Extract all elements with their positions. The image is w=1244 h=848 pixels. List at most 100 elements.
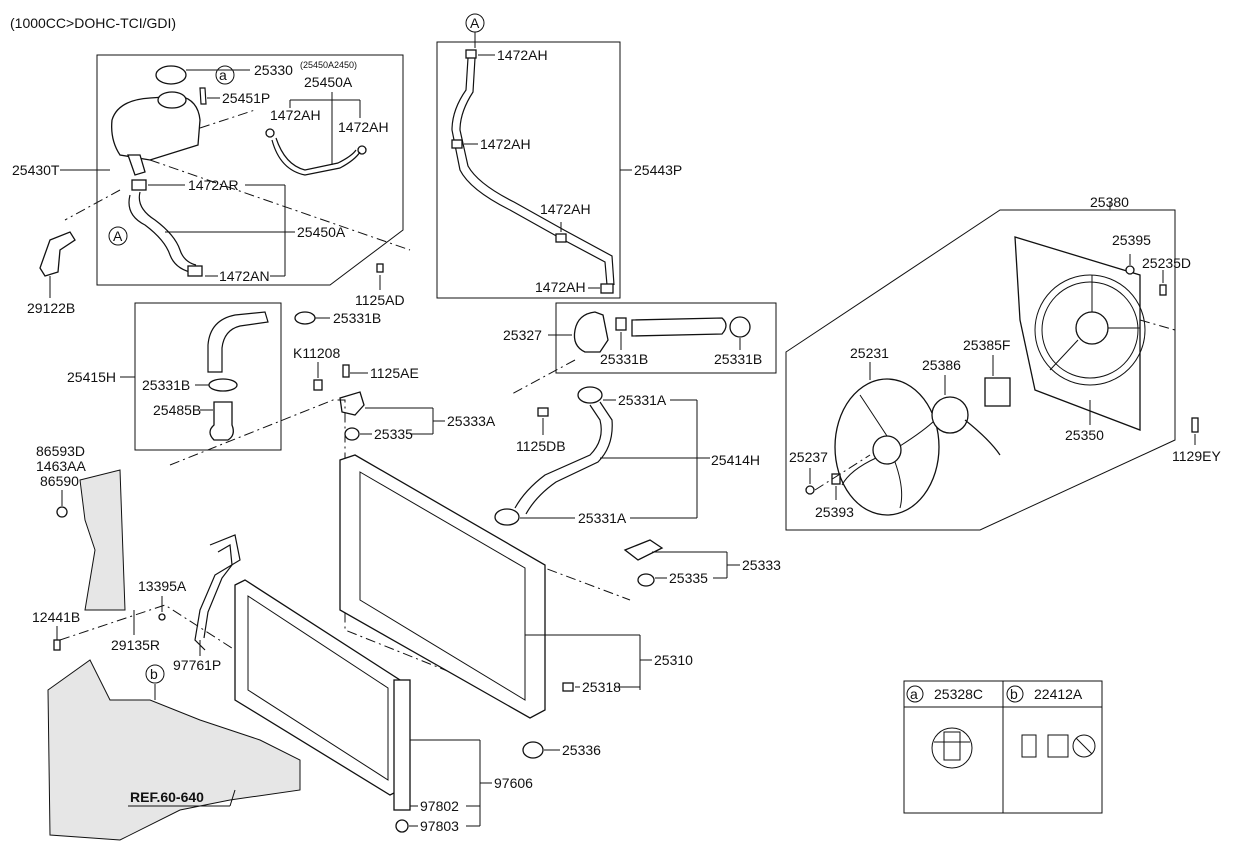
label-25331a-top[interactable]: 25331A	[618, 392, 667, 408]
label-25336[interactable]: 25336	[562, 742, 601, 758]
motor-25386[interactable]	[931, 396, 969, 434]
clamp-pipe-mid[interactable]	[451, 139, 463, 149]
label-25395[interactable]: 25395	[1112, 232, 1151, 248]
label-86590[interactable]: 86590	[40, 473, 79, 489]
insulator-25335[interactable]	[637, 573, 655, 587]
label-25327[interactable]: 25327	[503, 327, 542, 343]
upper-hose[interactable]	[631, 317, 727, 337]
clamp-25331a-top[interactable]	[577, 386, 603, 404]
label-12441b[interactable]: 12441B	[32, 609, 80, 625]
label-25333a[interactable]: 25333A	[447, 413, 496, 429]
bolt-1125db[interactable]	[537, 407, 549, 417]
label-25331b-inner[interactable]: 25331B	[142, 377, 190, 393]
label-25335-upper[interactable]: 25335	[374, 426, 413, 442]
label-29122b[interactable]: 29122B	[27, 300, 75, 316]
clamp-25331b-inner[interactable]	[208, 378, 238, 392]
drain-plug-25318[interactable]	[562, 682, 574, 692]
label-25318[interactable]: 25318	[582, 679, 621, 695]
label-1472ah-pipe-low[interactable]: 1472AH	[540, 201, 591, 217]
label-25385f[interactable]: 25385F	[963, 337, 1010, 353]
clamp-upper-left[interactable]	[615, 317, 627, 331]
bracket-29122b[interactable]	[39, 231, 76, 277]
bolt-12441b[interactable]	[53, 639, 61, 651]
legend-25328c[interactable]: 25328C	[934, 686, 983, 702]
bolt-13395a[interactable]	[158, 613, 166, 621]
label-97761p[interactable]: 97761P	[173, 657, 221, 673]
cap-97803[interactable]	[395, 819, 409, 833]
reservoir-cap[interactable]	[155, 65, 187, 85]
clip-86590[interactable]	[56, 506, 68, 518]
radiator-25310[interactable]	[339, 454, 546, 719]
clamp-25331a-bottom[interactable]	[494, 508, 520, 526]
label-25237[interactable]: 25237	[789, 449, 828, 465]
thermostat-housing-25327[interactable]	[573, 311, 609, 353]
overflow-hose-small[interactable]	[199, 87, 207, 105]
bolt-25235d[interactable]	[1159, 284, 1167, 296]
label-25331b-outer[interactable]: 25331B	[333, 310, 381, 326]
label-25331b-upper2[interactable]: 25331B	[714, 351, 762, 367]
label-25330[interactable]: 25330	[254, 62, 293, 78]
label-29135r[interactable]: 29135R	[111, 637, 160, 653]
ac-line-97761p[interactable]	[194, 534, 241, 651]
coolant-pipe[interactable]	[451, 57, 608, 286]
clamp-pipe-bottom[interactable]	[600, 283, 614, 294]
label-1472an[interactable]: 1472AN	[219, 268, 270, 284]
fitting-25485b[interactable]	[209, 401, 234, 441]
label-97802[interactable]: 97802	[420, 798, 459, 814]
air-guard-29135r[interactable]	[79, 469, 126, 611]
label-86593d[interactable]: 86593D	[36, 443, 85, 459]
bolt-1125ae[interactable]	[342, 364, 350, 378]
reservoir-hose-upper[interactable]	[271, 139, 361, 176]
bolt-1125ad[interactable]	[376, 263, 384, 273]
mount-25336[interactable]	[522, 741, 544, 759]
label-25335[interactable]: 25335	[669, 570, 708, 586]
label-25393[interactable]: 25393	[815, 504, 854, 520]
bracket-25333[interactable]	[623, 539, 664, 561]
label-1472ah-res1[interactable]: 1472AH	[270, 107, 321, 123]
label-25450a-lower[interactable]: 25450A	[297, 224, 346, 240]
radiator-hose-25415h[interactable]	[207, 311, 269, 373]
label-1125db[interactable]: 1125DB	[516, 438, 566, 454]
dryer-97802[interactable]	[393, 679, 411, 811]
reservoir-hose-lower[interactable]	[128, 194, 191, 273]
clamp-upper-right[interactable]	[729, 316, 751, 338]
label-25485b[interactable]: 25485B	[153, 402, 201, 418]
label-1463aa[interactable]: 1463AA	[36, 458, 86, 474]
legend-22412a[interactable]: 22412A	[1034, 686, 1083, 702]
label-25350[interactable]: 25350	[1065, 427, 1104, 443]
label-25415h[interactable]: 25415H	[67, 369, 116, 385]
label-1472ah-pipe-top[interactable]: 1472AH	[497, 47, 548, 63]
label-1129ey[interactable]: 1129EY	[1172, 448, 1221, 464]
bracket-25333a[interactable]	[339, 391, 365, 416]
label-25333[interactable]: 25333	[742, 557, 781, 573]
label-1472ah-pipe-mid[interactable]: 1472AH	[480, 136, 531, 152]
label-97803[interactable]: 97803	[420, 818, 459, 834]
clip-25237[interactable]	[805, 485, 815, 495]
clamp-25331b-outer[interactable]	[294, 311, 316, 325]
label-25451p[interactable]: 25451P	[222, 90, 270, 106]
label-25380[interactable]: 25380	[1090, 194, 1129, 210]
label-25386[interactable]: 25386	[922, 357, 961, 373]
label-1472ah-res2[interactable]: 1472AH	[338, 119, 389, 135]
label-25450a-top[interactable]: 25450A	[304, 74, 353, 90]
label-k11208[interactable]: K11208	[293, 345, 340, 361]
label-25310[interactable]: 25310	[654, 652, 693, 668]
clamp-1472ar[interactable]	[131, 179, 147, 191]
reservoir-tank[interactable]	[111, 95, 201, 161]
lower-hose-25414h[interactable]	[514, 404, 602, 509]
label-1125ae[interactable]: 1125AE	[370, 365, 419, 381]
label-25414h[interactable]: 25414H	[711, 452, 760, 468]
bolt-k11208[interactable]	[313, 379, 323, 391]
clamp-1472an[interactable]	[187, 265, 203, 277]
screw-1129ey[interactable]	[1191, 417, 1199, 433]
resistor-25385f[interactable]	[984, 377, 1011, 407]
clamp-pipe-low[interactable]	[555, 233, 567, 243]
label-1125ad[interactable]: 1125AD	[355, 292, 405, 308]
clamp-1472ah-left[interactable]	[265, 128, 275, 138]
label-25331b-upper1[interactable]: 25331B	[600, 351, 648, 367]
insulator-25335-upper[interactable]	[344, 427, 360, 441]
clamp-pipe-top[interactable]	[465, 49, 477, 59]
label-13395a[interactable]: 13395A	[138, 578, 187, 594]
label-25235d[interactable]: 25235D	[1142, 255, 1191, 271]
label-25331a-bottom[interactable]: 25331A	[578, 510, 627, 526]
